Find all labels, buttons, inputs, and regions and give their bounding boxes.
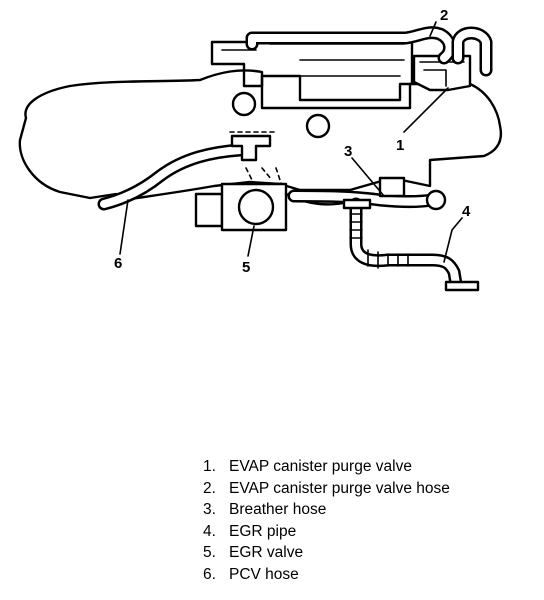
legend-item: 4. EGR pipe — [203, 521, 450, 543]
port-hole-left — [231, 91, 257, 117]
leader-1 — [403, 87, 449, 133]
callout-6: 6 — [114, 255, 122, 272]
evap-purge-valve-hose-inner — [248, 28, 454, 62]
legend-item: 5. EGR valve — [203, 542, 450, 564]
egr-valve-flange — [194, 192, 224, 228]
callout-3: 3 — [344, 143, 352, 160]
legend-text: EGR pipe — [229, 522, 297, 540]
legend-text: EVAP canister purge valve hose — [229, 479, 450, 497]
egr-pipe-inner — [352, 200, 460, 288]
legend-item: 1. EVAP canister purge valve — [203, 456, 450, 478]
legend-text: EVAP canister purge valve — [229, 458, 412, 475]
leader-2 — [429, 21, 437, 37]
port-hole-right — [305, 113, 331, 139]
legend-text: EGR valve — [229, 544, 304, 562]
legend-text: Breather hose — [229, 501, 327, 519]
leader-3 — [351, 157, 385, 197]
legend-item: 2. EVAP canister purge valve hose — [203, 478, 450, 500]
legend-item: 6. PCV hose — [203, 564, 450, 586]
engine-component-diagram: 1 2 3 4 5 6 — [18, 7, 503, 292]
leader-5 — [247, 225, 255, 257]
leader-4 — [443, 217, 463, 263]
legend-number: 5. — [203, 544, 216, 562]
callout-1: 1 — [396, 137, 404, 154]
legend-text: PCV hose — [229, 565, 299, 583]
legend-number: 3. — [203, 501, 216, 519]
legend-number: 4. — [203, 522, 216, 540]
breather-cap — [425, 189, 447, 211]
callout-4: 4 — [462, 203, 471, 220]
parts-legend: 1. EVAP canister purge valve 2. EVAP canis… — [203, 456, 450, 586]
pcv-fitting — [230, 134, 272, 162]
callout-2: 2 — [440, 7, 448, 24]
egr-pipe — [349, 197, 463, 291]
breather-fitting — [378, 176, 406, 198]
breather-hose-inner — [290, 192, 436, 206]
evap-hose-right-loop-inner — [454, 29, 490, 74]
egr-pipe-corrugation — [349, 213, 409, 269]
evap-purge-valve — [412, 54, 472, 92]
legend-item: 3. Breather hose — [203, 499, 450, 521]
egr-pipe-end-flange — [444, 280, 480, 292]
legend-number: 2. — [203, 479, 216, 497]
egr-valve-diaphragm — [237, 188, 275, 226]
egr-pipe-flange — [342, 198, 372, 210]
callout-5: 5 — [242, 259, 250, 276]
legend-number: 1. — [203, 458, 216, 475]
pcv-hose-inner — [100, 146, 244, 208]
plenum-top — [210, 34, 414, 102]
legend-number: 6. — [203, 565, 216, 583]
leader-6 — [119, 199, 129, 255]
